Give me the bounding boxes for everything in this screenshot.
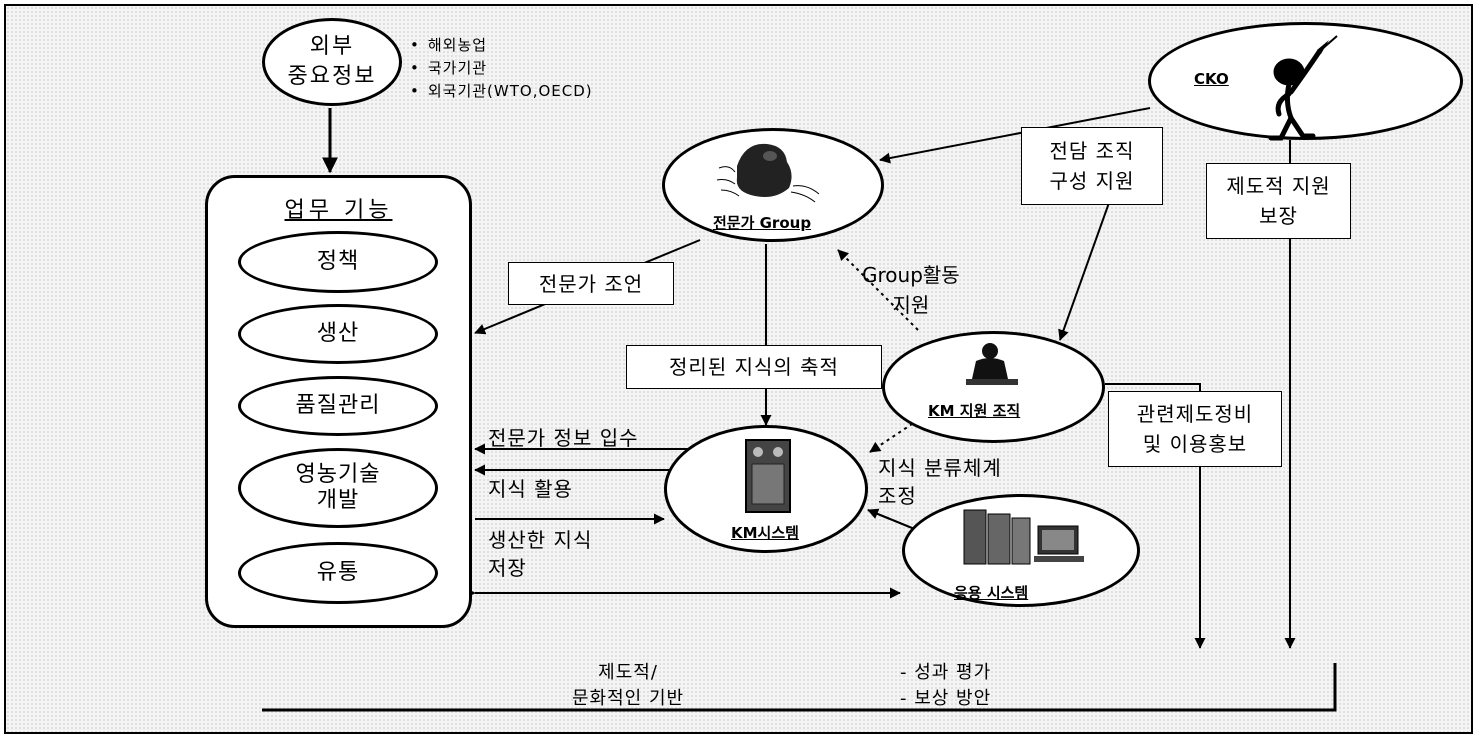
function-farming-tech: 영농기술 개발 [238,448,438,528]
stick-figure-icon [1268,35,1338,141]
km-support-label: KM 지원 조직 [928,402,1021,420]
foundation-item: - 성과 평가 [900,662,992,683]
institutional-support-box: 제도적 지원 보장 [1206,163,1351,239]
arrow-km-support-to-expert [837,249,919,331]
taxonomy-label: 지식 분류체계 조정 [878,456,1002,508]
dedicated-org-box: 전담 조직 구성 지원 [1021,127,1163,205]
produced-knowledge-label: 생산한 지식 저장 [488,528,593,580]
computer-workstation-icon [963,509,1084,565]
expert-info-label: 전문가 정보 입수 [488,426,639,450]
km-system-label: KM시스템 [731,524,799,542]
group-activity-label: Group활동 지원 [862,263,960,317]
external-info-item: 외국기관(WTO,OECD) [410,80,593,103]
related-system-box: 관련제도정비 및 이용홍보 [1108,391,1282,467]
function-production: 생산 [238,304,438,364]
external-info-title: 외부 중요정보 [287,34,377,89]
foundation-item: - 보상 방안 [900,688,992,709]
function-quality-management: 품질관리 [238,376,438,436]
arrow-km-support-to-km-system [869,411,931,453]
organized-knowledge-box: 정리된 지식의 축적 [626,345,882,389]
external-info-ellipse: 외부 중요정보 [262,18,402,106]
external-info-list: 해외농업 국가기관 외국기관(WTO,OECD) [410,34,593,103]
external-info-item: 국가기관 [410,57,593,80]
expert-advice-box: 전문가 조언 [508,262,674,305]
foundation-left-label: 제도적/ 문화적인 기반 [572,662,685,709]
line-km-support-to-foundation [1105,383,1206,649]
function-distribution: 유통 [238,542,438,604]
application-system-label: 응용 시스템 [954,584,1029,602]
business-functions-title: 업무 기능 [284,198,393,223]
cko-label: CKO [1194,70,1229,88]
figure-at-desk-icon [966,343,1018,385]
function-policy: 정책 [238,231,438,293]
arrow-cko-to-expert [879,107,1151,164]
knowledge-use-label: 지식 활용 [488,477,573,501]
expert-group-label: 전문가 Group [713,214,812,232]
server-tower-icon [745,439,791,513]
external-info-item: 해외농업 [410,34,593,57]
creature-thinker-icon [716,143,820,203]
foundation-bracket [262,663,1337,712]
cko-ellipse [1148,22,1463,140]
